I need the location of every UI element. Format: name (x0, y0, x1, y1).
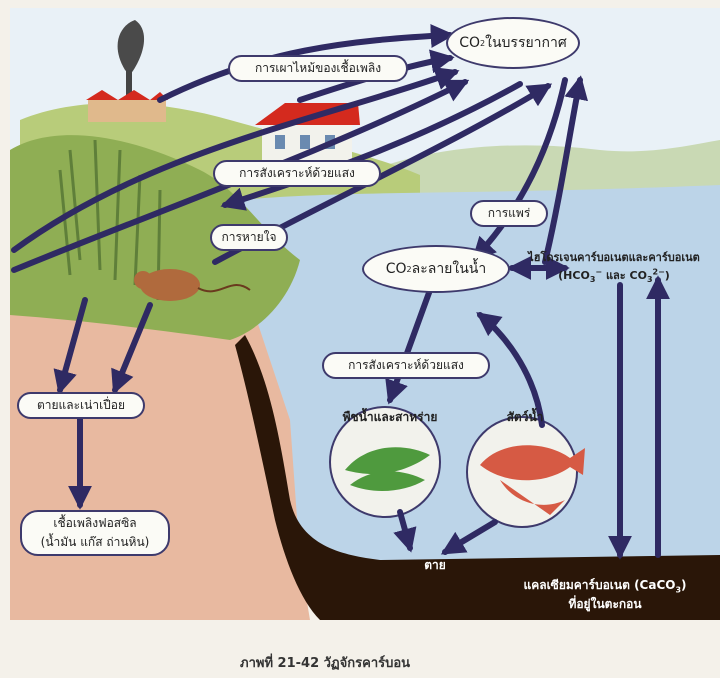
respiration-label: การหายใจ (210, 224, 288, 251)
figure-caption-text: ภาพที่ 21-42 วัฏจักรคาร์บอน (240, 656, 410, 671)
calcium-line1-b: ) (681, 578, 686, 592)
fossil-fuels-line1: เชื้อเพลิงฟอสซิล (53, 514, 136, 533)
photosynthesis-water-label: การสังเคราะห์ด้วยแสง (322, 352, 490, 379)
calcium-line1: แคลเซียมคาร์บอเนต (CaCO3) (505, 576, 705, 595)
bicarbonate-and: และ CO (602, 269, 647, 282)
diffusion-text: การแพร่ (488, 204, 531, 223)
photosynthesis-water-text: การสังเคราะห์ด้วยแสง (348, 356, 464, 375)
calcium-line1-a: แคลเซียมคาร์บอเนต (CaCO (523, 578, 675, 592)
dissolved-prefix: CO (386, 261, 407, 277)
atmosphere-co2-suffix: ในบรรยากาศ (485, 32, 567, 54)
dissolved-co2-node: CO2 ละลายในน้ำ (362, 245, 510, 293)
fuel-burning-text: การเผาไหม้ของเชื้อเพลิง (255, 59, 381, 78)
atmosphere-co2-node: CO2 ในบรรยากาศ (446, 17, 580, 69)
dissolved-suffix: ละลายในน้ำ (412, 258, 487, 280)
aquatic-animals-label: สัตว์น้ำ (490, 408, 560, 427)
respiration-text: การหายใจ (221, 228, 276, 247)
diffusion-label: การแพร่ (470, 200, 548, 227)
bicarbonate-close: ) (665, 269, 670, 282)
bicarbonate-a-sub: 3 (590, 275, 596, 284)
fuel-burning-label: การเผาไหม้ของเชื้อเพลิง (228, 55, 408, 82)
bicarbonate-b-sub: 3 (647, 275, 653, 284)
bicarbonate-b-sup: 2− (653, 267, 665, 276)
bicarbonate-title: ไฮโดรเจนคาร์บอเนตและคาร์บอเนต (508, 248, 720, 266)
calcium-carbonate-label: แคลเซียมคาร์บอเนต (CaCO3) ที่อยู่ในตะกอน (505, 576, 705, 614)
bicarbonate-label: ไฮโดรเจนคาร์บอเนตและคาร์บอเนต (HCO3− และ… (508, 248, 720, 284)
plants-algae-label: พืชน้ำและสาหร่าย (325, 408, 455, 427)
atmosphere-co2-prefix: CO (459, 35, 480, 51)
calcium-line2: ที่อยู่ในตะกอน (505, 595, 705, 614)
dead-decay-label: ตายและเน่าเปื่อย (17, 392, 145, 419)
fossil-fuels-line2: (น้ำมัน แก๊ส ถ่านหิน) (41, 533, 150, 552)
bicarbonate-formula-a: (HCO (558, 269, 590, 282)
aquatic-animals-text: สัตว์น้ำ (507, 410, 544, 424)
fossil-fuels-label: เชื้อเพลิงฟอสซิล (น้ำมัน แก๊ส ถ่านหิน) (20, 510, 170, 556)
photosynthesis-land-text: การสังเคราะห์ด้วยแสง (239, 164, 355, 183)
bicarbonate-formula: (HCO3− และ CO32−) (508, 266, 720, 284)
dead-decay-text: ตายและเน่าเปื่อย (37, 396, 125, 415)
photosynthesis-land-label: การสังเคราะห์ด้วยแสง (213, 160, 381, 187)
figure-caption: ภาพที่ 21-42 วัฏจักรคาร์บอน (240, 652, 540, 673)
plants-algae-text: พืชน้ำและสาหร่าย (343, 410, 438, 424)
death-text: ตาย (424, 558, 446, 572)
death-label: ตาย (410, 556, 460, 575)
